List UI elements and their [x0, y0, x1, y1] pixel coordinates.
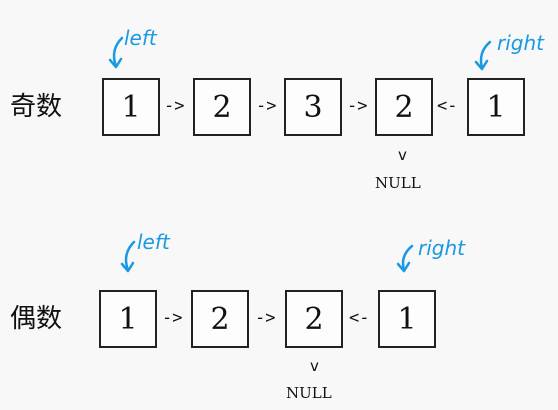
- even-next-arrow-1: ->: [162, 308, 183, 328]
- odd-node-3: 3: [284, 78, 342, 136]
- even-null-label: NULL: [286, 384, 332, 402]
- odd-right-pointer-arrow: [474, 40, 492, 71]
- even-node-2: 2: [191, 290, 249, 348]
- odd-node-5: 1: [467, 78, 525, 136]
- odd-null-label: NULL: [375, 174, 421, 192]
- odd-next-arrow-1: ->: [164, 96, 185, 116]
- even-next-arrow-2: ->: [255, 308, 276, 328]
- odd-next-arrow-3: ->: [347, 96, 368, 116]
- even-row-label: 偶数: [10, 304, 63, 334]
- even-node-4: 1: [378, 290, 436, 348]
- even-prev-arrow: <-: [349, 308, 370, 328]
- even-right-pointer-arrow: [396, 244, 414, 273]
- even-right-pointer-label: right: [418, 236, 465, 260]
- odd-node-1: 1: [102, 78, 160, 136]
- odd-left-pointer-arrow: [108, 36, 124, 69]
- even-node-3: 2: [285, 290, 343, 348]
- odd-node-2: 2: [193, 78, 251, 136]
- odd-prev-arrow: <-: [437, 96, 458, 116]
- even-node-1: 1: [99, 290, 157, 348]
- odd-left-pointer-label: left: [124, 26, 157, 50]
- odd-node-4: 2: [375, 78, 433, 136]
- odd-right-pointer-label: right: [497, 31, 544, 55]
- even-left-pointer-arrow: [120, 240, 136, 273]
- odd-null-arrow: v: [398, 146, 407, 164]
- even-null-arrow: v: [310, 357, 319, 375]
- odd-row-label: 奇数: [10, 92, 63, 122]
- even-left-pointer-label: left: [137, 230, 170, 254]
- odd-next-arrow-2: ->: [256, 96, 277, 116]
